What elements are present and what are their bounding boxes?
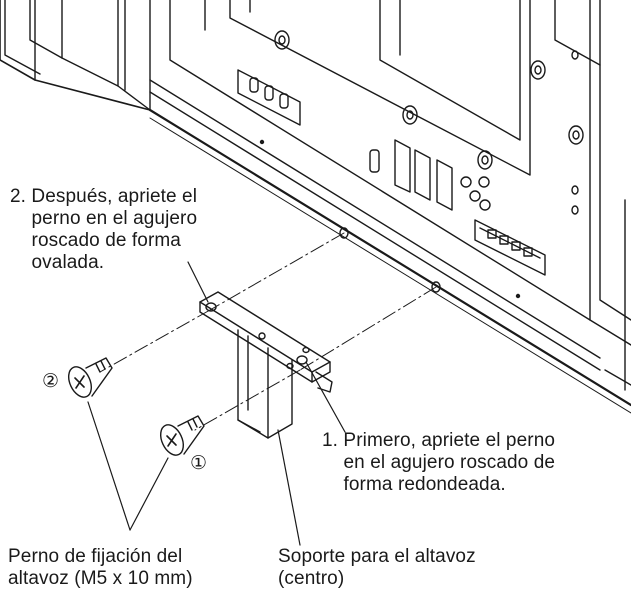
marker-two: ② bbox=[42, 370, 60, 392]
speaker-cabinet bbox=[0, 0, 631, 414]
bolt-two bbox=[67, 357, 113, 398]
step-one-label: 1. Primero, apriete el perno en el aguje… bbox=[322, 430, 556, 495]
bolt-one bbox=[159, 415, 205, 456]
speaker-bracket bbox=[199, 291, 333, 439]
leader-lines bbox=[87, 261, 346, 546]
bracket-label: Soporte para el altavoz (centro) bbox=[278, 546, 476, 589]
marker-one: ① bbox=[190, 452, 208, 474]
bolt-label: Perno de fijación del altavoz (M5 x 10 m… bbox=[8, 546, 193, 589]
step-two-label: 2. Después, apriete el perno en el aguje… bbox=[10, 186, 198, 273]
